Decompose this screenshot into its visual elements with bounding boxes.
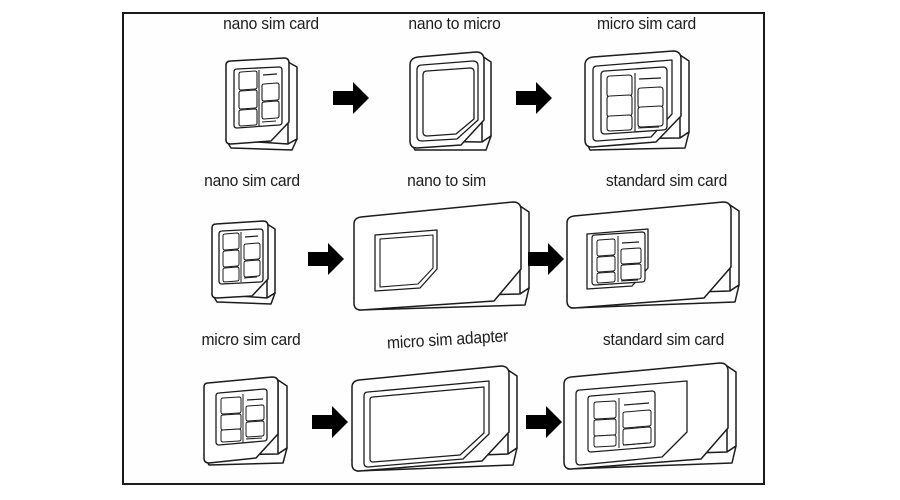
cell-nano-sim-card-1: nano sim card — [176, 14, 366, 171]
label-nano-to-sim: nano to sim — [407, 171, 486, 190]
art-micro-sim-adapter — [332, 356, 562, 487]
label-nano-sim-card-1: nano sim card — [223, 14, 319, 33]
art-nano-sim-card-1 — [176, 40, 366, 171]
row-nano-to-sim: nano sim card — [124, 171, 767, 328]
label-nano-sim-card-2: nano sim card — [204, 171, 300, 190]
arrow-right-icon-2a — [306, 241, 346, 277]
arrow-right-icon-2b — [526, 241, 566, 277]
art-standard-sim-card-micro — [546, 356, 781, 487]
label-micro-sim-adapter: micro sim adapter — [386, 326, 509, 353]
diagram-frame: nano sim card — [122, 12, 765, 485]
cell-standard-sim-card-2: standard sim card — [549, 171, 784, 328]
art-nano-sim-card-2 — [162, 197, 342, 328]
art-micro-sim-card-small — [156, 356, 346, 487]
cell-micro-sim-card-1: micro sim card — [539, 14, 754, 171]
label-nano-to-micro: nano to micro — [408, 14, 501, 33]
arrow-right-icon-1b — [514, 80, 554, 116]
art-micro-sim-card-1 — [539, 40, 754, 171]
label-micro-sim-card-1: micro sim card — [596, 14, 697, 33]
label-micro-sim-card-3: micro sim card — [201, 330, 301, 349]
cell-standard-sim-card-3: standard sim card — [546, 330, 781, 487]
cell-micro-sim-adapter: micro sim adapter — [332, 326, 562, 487]
label-standard-sim-card-3: standard sim card — [602, 330, 725, 349]
row-micro-to-sim: micro sim card — [124, 326, 767, 487]
cell-micro-sim-card-3: micro sim card — [156, 330, 346, 487]
cell-nano-to-micro-adapter: nano to micro — [357, 14, 552, 171]
arrow-right-icon-1a — [331, 80, 371, 116]
cell-nano-to-sim-adapter: nano to sim — [329, 171, 564, 328]
arrow-right-icon-3b — [524, 404, 564, 440]
art-nano-to-sim-adapter — [329, 197, 564, 328]
art-nano-to-micro-adapter — [357, 40, 552, 171]
label-standard-sim-card-2: standard sim card — [605, 171, 728, 190]
row-nano-to-micro: nano sim card — [124, 14, 767, 171]
cell-nano-sim-card-2: nano sim card — [162, 171, 342, 328]
art-standard-sim-card-nano — [549, 197, 784, 328]
arrow-right-icon-3a — [310, 404, 350, 440]
